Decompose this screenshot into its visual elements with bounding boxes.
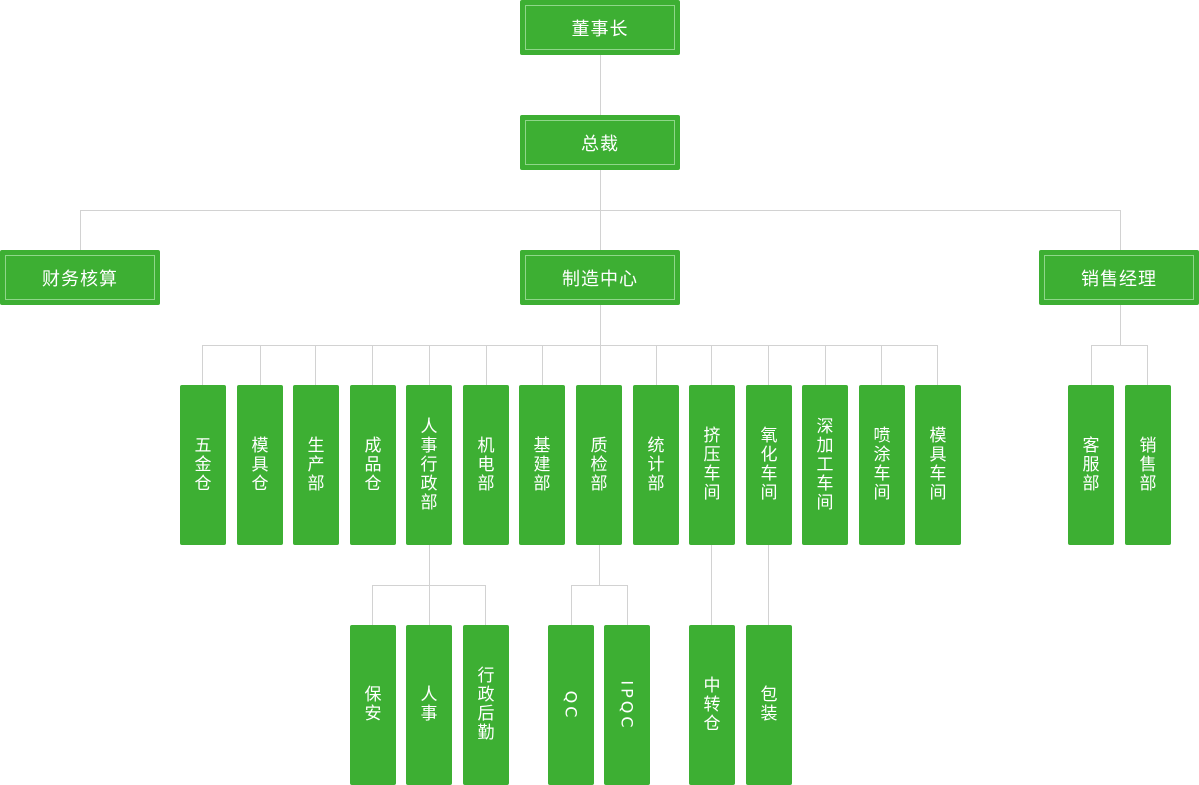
node-dept-statistics: 统计部 [633, 385, 679, 545]
node-label: 行政后勤 [477, 666, 495, 743]
node-sub-security: 保安 [350, 625, 396, 785]
node-sub-packaging: 包装 [746, 625, 792, 785]
node-sub-ipqc: IPQC [604, 625, 650, 785]
node-dept-oxidation: 氧化车间 [746, 385, 792, 545]
node-label: 成品仓 [364, 435, 382, 494]
node-label: 包装 [760, 685, 778, 724]
node-dept-production: 生产部 [293, 385, 339, 545]
node-finance: 财务核算 [0, 250, 160, 305]
node-label: 氧化车间 [760, 426, 778, 503]
node-label: QC [561, 690, 581, 720]
node-manufacturing: 制造中心 [520, 250, 680, 305]
node-label: 生产部 [307, 435, 325, 494]
node-sales: 销售经理 [1039, 250, 1199, 305]
node-chairman: 董事长 [520, 0, 680, 55]
node-label: 客服部 [1082, 435, 1100, 494]
node-dept-spraying: 喷涂车间 [859, 385, 905, 545]
node-chairman-label: 董事长 [525, 5, 675, 50]
node-president-label: 总裁 [525, 120, 675, 165]
node-label: 保安 [364, 685, 382, 724]
node-label: 统计部 [647, 435, 665, 494]
node-sub-personnel: 人事 [406, 625, 452, 785]
node-label: 人事 [420, 685, 438, 724]
node-finance-label: 财务核算 [5, 255, 155, 300]
node-label: 机电部 [477, 435, 495, 494]
node-label: IPQC [617, 679, 637, 731]
node-label: 销售部 [1139, 435, 1157, 494]
node-label: 模具仓 [251, 435, 269, 494]
node-dept-customer-service: 客服部 [1068, 385, 1114, 545]
node-dept-mold-warehouse: 模具仓 [237, 385, 283, 545]
node-label: 人事行政部 [420, 416, 438, 513]
node-label: 深加工车间 [816, 416, 834, 513]
node-label: 模具车间 [929, 426, 947, 503]
node-label: 质检部 [590, 435, 608, 494]
node-dept-extrusion: 挤压车间 [689, 385, 735, 545]
node-dept-finished-goods: 成品仓 [350, 385, 396, 545]
node-dept-infrastructure: 基建部 [519, 385, 565, 545]
node-dept-quality: 质检部 [576, 385, 622, 545]
node-sales-label: 销售经理 [1044, 255, 1194, 300]
node-sub-admin-logistics: 行政后勤 [463, 625, 509, 785]
node-label: 基建部 [533, 435, 551, 494]
node-label: 中转仓 [703, 675, 721, 734]
node-sub-qc: QC [548, 625, 594, 785]
node-dept-deep-processing: 深加工车间 [802, 385, 848, 545]
node-manufacturing-label: 制造中心 [525, 255, 675, 300]
node-president: 总裁 [520, 115, 680, 170]
node-label: 挤压车间 [703, 426, 721, 503]
node-dept-sales: 销售部 [1125, 385, 1171, 545]
node-sub-transfer-warehouse: 中转仓 [689, 625, 735, 785]
node-dept-hr-admin: 人事行政部 [406, 385, 452, 545]
node-dept-mold-workshop: 模具车间 [915, 385, 961, 545]
node-label: 五金仓 [194, 435, 212, 494]
node-dept-hardware-warehouse: 五金仓 [180, 385, 226, 545]
node-label: 喷涂车间 [873, 426, 891, 503]
node-dept-electromechanical: 机电部 [463, 385, 509, 545]
